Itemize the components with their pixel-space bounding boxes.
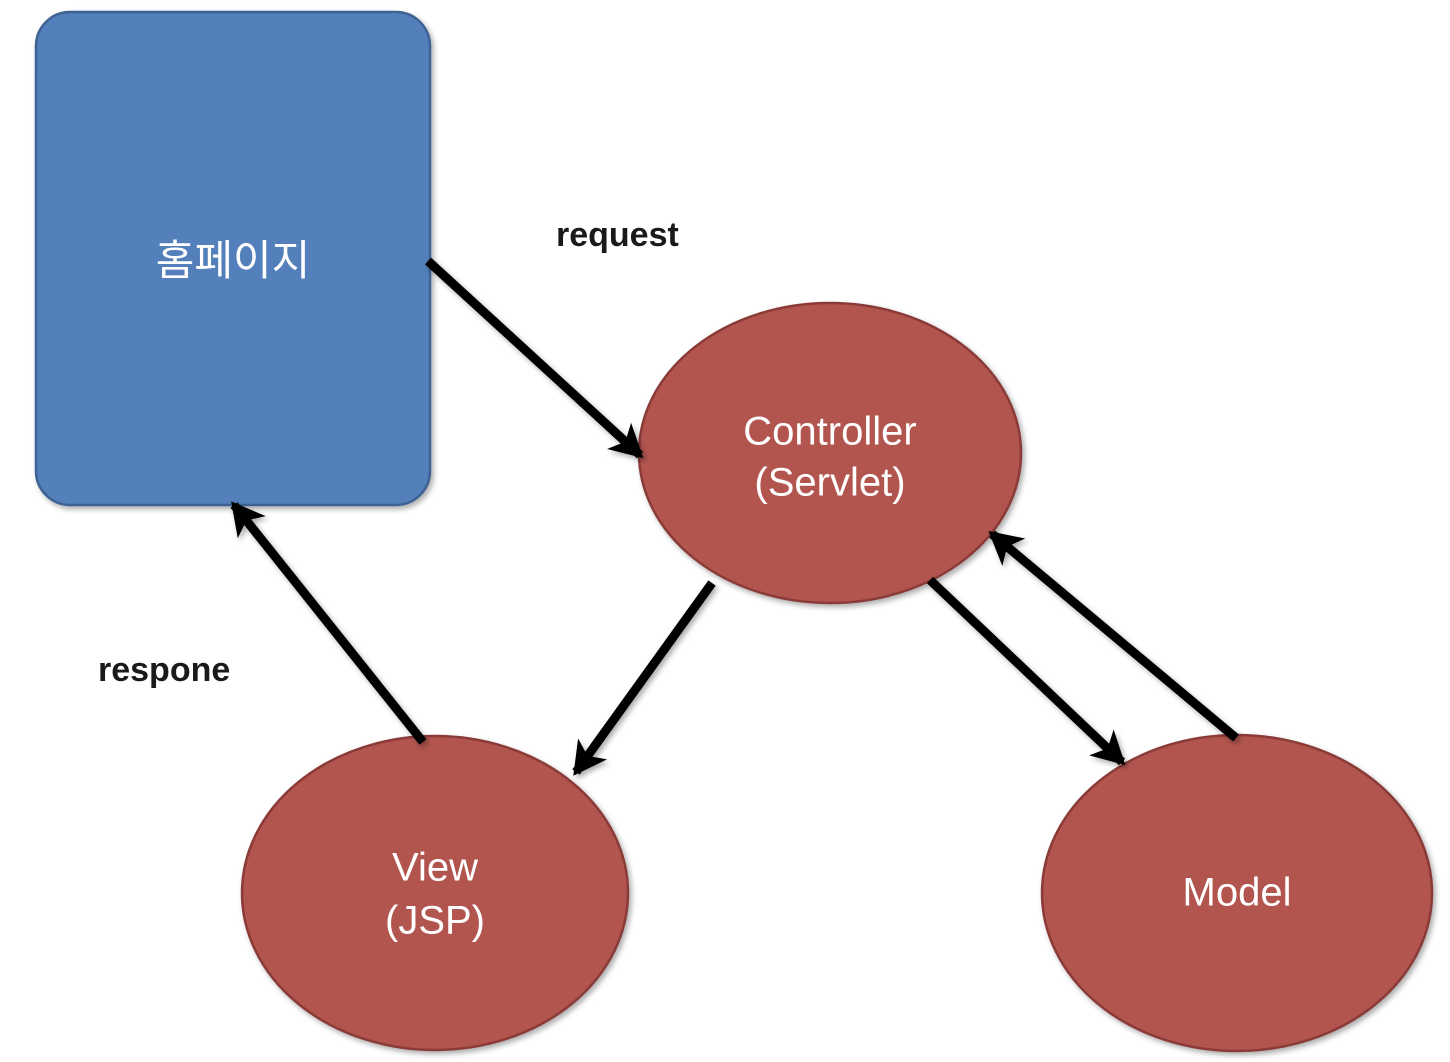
controller-ellipse[interactable] <box>637 301 1023 605</box>
edge-homepage-to-controller[interactable] <box>424 257 644 459</box>
edge-controller-to-model[interactable] <box>926 576 1126 766</box>
node-homepage[interactable]: 홈페이지 <box>34 10 432 507</box>
node-model[interactable]: Model <box>1040 733 1434 1053</box>
respone-arrow[interactable] <box>230 501 427 745</box>
edge-controller-to-view[interactable] <box>572 580 716 776</box>
node-controller[interactable]: Controller (Servlet) <box>637 301 1023 605</box>
view-ellipse[interactable] <box>240 734 630 1052</box>
controller-to-model-arrow[interactable] <box>926 576 1126 766</box>
model-ellipse[interactable] <box>1040 733 1434 1053</box>
controller-to-view-arrow[interactable] <box>572 580 716 776</box>
edge-label-request: request <box>556 216 679 254</box>
homepage-rectangle[interactable] <box>34 10 432 507</box>
node-view[interactable]: View (JSP) <box>240 734 630 1052</box>
model-to-controller-arrow[interactable] <box>988 530 1239 742</box>
request-arrow[interactable] <box>424 257 644 459</box>
edge-label-respone: respone <box>98 651 230 689</box>
edge-view-to-homepage[interactable] <box>230 501 427 745</box>
edge-model-to-controller[interactable] <box>988 530 1239 742</box>
